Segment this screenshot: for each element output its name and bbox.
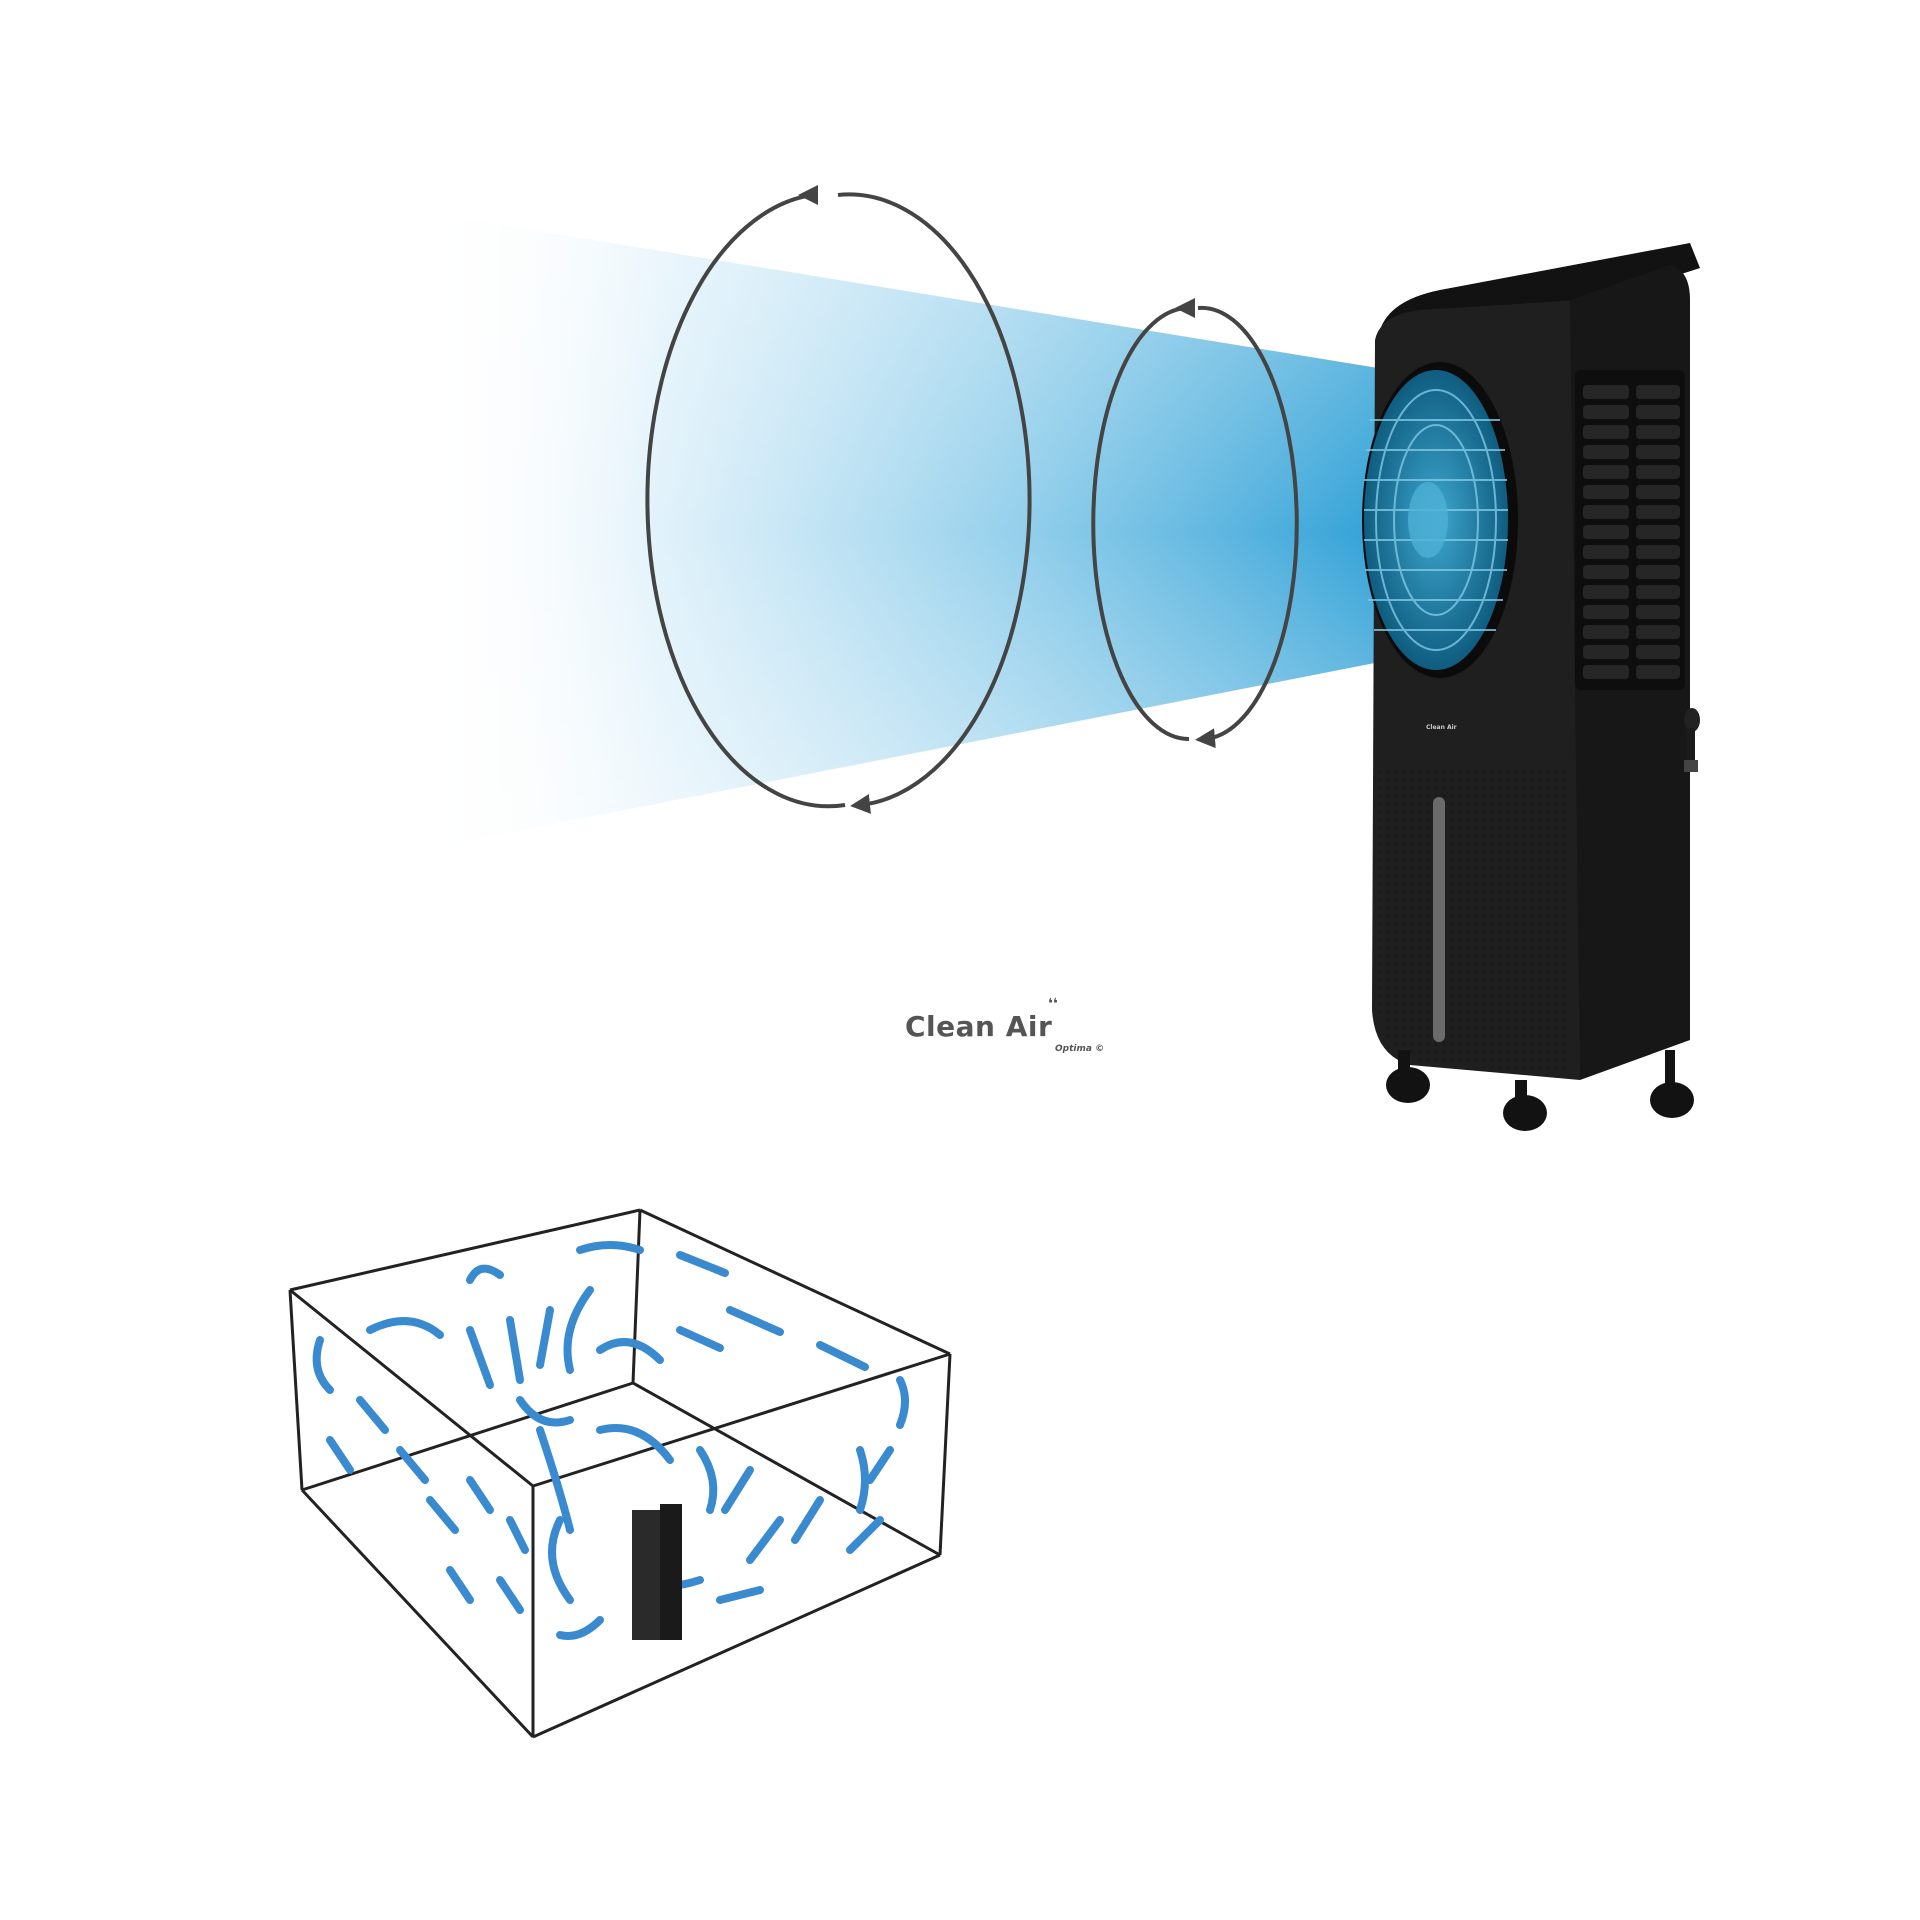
caster-wheel-icon <box>1386 1050 1694 1131</box>
brand-name: Clean Air <box>905 1010 1053 1043</box>
fan-grille-icon <box>1362 362 1518 678</box>
air-cooler-device <box>1362 243 1700 1131</box>
vent-slots-icon <box>1575 370 1685 690</box>
brand-logo: Clean Air ❛❛ Optima © <box>905 996 1104 1054</box>
small-rotation-ring-icon <box>1091 298 1299 749</box>
airflow-beam <box>420 215 1390 850</box>
water-level-window-icon <box>1433 797 1445 1042</box>
brand-subtitle: Optima © <box>1055 1044 1105 1054</box>
room-unit-icon <box>632 1504 682 1640</box>
device-brand-badge: Clean Air <box>1426 724 1457 731</box>
large-rotation-ring-icon <box>645 185 1032 814</box>
side-knob-icon <box>1684 708 1700 772</box>
room-circulation-diagram <box>288 1208 952 1739</box>
brand-quote-mark: ❛❛ <box>1048 996 1058 1012</box>
